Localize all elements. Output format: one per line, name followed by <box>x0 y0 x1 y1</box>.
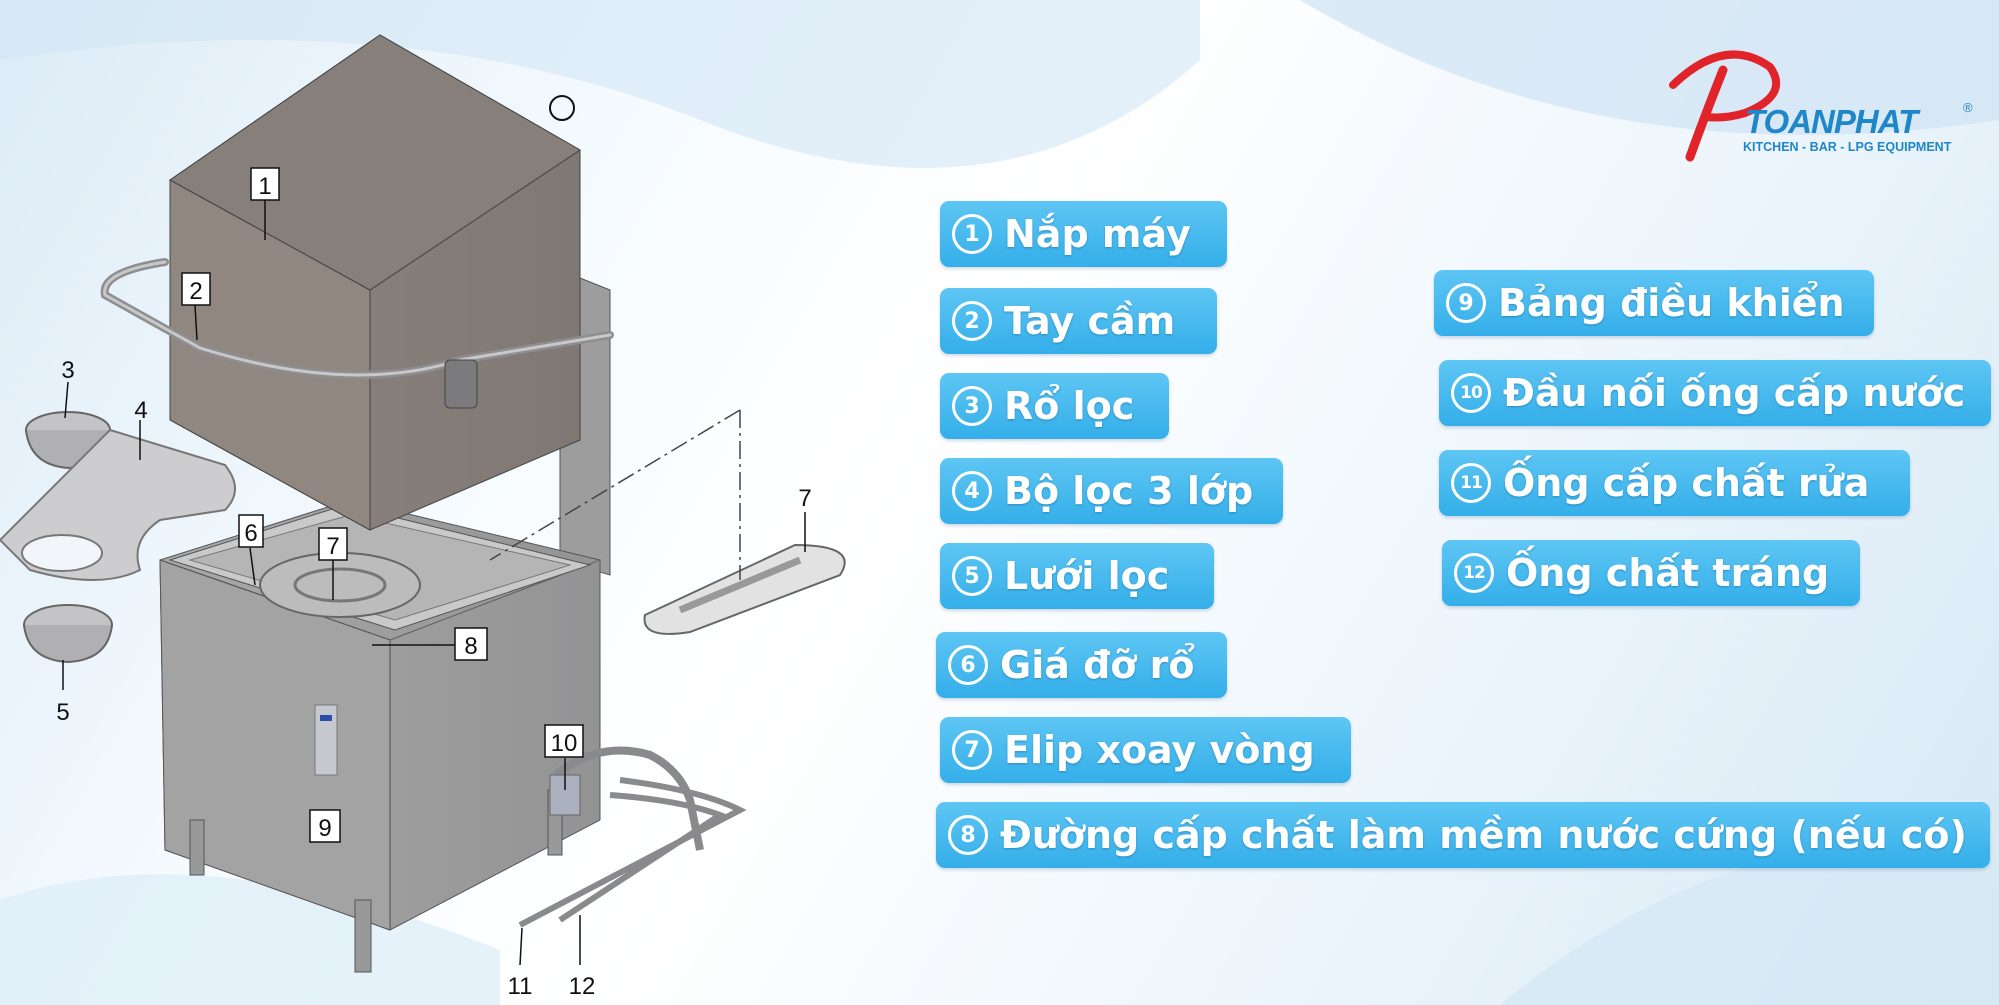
callout-7: 7 <box>326 533 339 560</box>
legend-number-3: 3 <box>952 386 992 426</box>
legend-label-10: Đầu nối ống cấp nước <box>1503 371 1966 415</box>
callout-2: 2 <box>189 278 202 305</box>
legend-label-4: Bộ lọc 3 lớp <box>1004 469 1254 513</box>
logo-registered-mark: ® <box>1963 100 1973 115</box>
legend-item-10: 10 Đầu nối ống cấp nước <box>1439 360 1991 426</box>
callout-12: 12 <box>569 973 596 1000</box>
legend-label-7: Elip xoay vòng <box>1004 728 1315 772</box>
callout-11: 11 <box>508 973 533 1000</box>
logo-name: TOANPHAT <box>1745 103 1918 140</box>
legend-number-8: 8 <box>948 815 988 855</box>
legend-item-8: 8 Đường cấp chất làm mềm nước cứng (nếu … <box>936 802 1990 868</box>
legend-number-2: 2 <box>952 301 992 341</box>
legend-label-12: Ống chất tráng <box>1506 551 1830 595</box>
legend-number-4: 4 <box>952 471 992 511</box>
legend-number-5: 5 <box>952 556 992 596</box>
callout-6: 6 <box>244 520 257 547</box>
legend-label-2: Tay cầm <box>1004 299 1176 343</box>
legend-number-9: 9 <box>1446 283 1486 323</box>
legend-item-7: 7 Elip xoay vòng <box>940 717 1351 783</box>
callout-8: 8 <box>464 633 477 660</box>
legend-number-1: 1 <box>952 214 992 254</box>
legend-number-10: 10 <box>1451 373 1491 413</box>
callout-10: 10 <box>551 730 578 757</box>
callout-9: 9 <box>318 815 331 842</box>
callout-4: 4 <box>134 397 147 424</box>
legend-item-12: 12 Ống chất tráng <box>1442 540 1860 606</box>
legend-label-9: Bảng điều khiển <box>1498 281 1845 325</box>
legend-number-7: 7 <box>952 730 992 770</box>
legend-item-4: 4 Bộ lọc 3 lớp <box>940 458 1283 524</box>
legend-item-9: 9 Bảng điều khiển <box>1434 270 1874 336</box>
dishwasher-exploded-diagram: 1 2 3 4 5 6 7 7 8 9 10 11 12 <box>0 34 846 1000</box>
legend-number-11: 11 <box>1451 463 1491 503</box>
logo-p-mark-icon <box>1669 50 1781 162</box>
legend-item-5: 5 Lưới lọc <box>940 543 1214 609</box>
legend-label-8: Đường cấp chất làm mềm nước cứng (nếu có… <box>1000 813 1967 857</box>
legend-item-3: 3 Rổ lọc <box>940 373 1169 439</box>
legend-label-6: Giá đỡ rổ <box>1000 643 1195 687</box>
legend-label-1: Nắp máy <box>1004 212 1191 256</box>
legend-number-12: 12 <box>1454 553 1494 593</box>
logo-tagline: KITCHEN - BAR - LPG EQUIPMENT <box>1743 140 1952 154</box>
legend-label-5: Lưới lọc <box>1004 554 1170 598</box>
legend-item-6: 6 Giá đỡ rổ <box>936 632 1227 698</box>
callout-3: 3 <box>61 357 74 384</box>
legend-number-6: 6 <box>948 645 988 685</box>
callout-1: 1 <box>258 173 271 200</box>
legend-label-11: Ống cấp chất rửa <box>1503 461 1870 505</box>
toanphat-logo: TOANPHAT ® KITCHEN - BAR - LPG EQUIPMENT <box>1665 45 1973 165</box>
callout-7-rotor: 7 <box>798 485 811 512</box>
legend-label-3: Rổ lọc <box>1004 384 1135 428</box>
legend-item-11: 11 Ống cấp chất rửa <box>1439 450 1910 516</box>
legend-item-1: 1 Nắp máy <box>940 201 1227 267</box>
legend-item-2: 2 Tay cầm <box>940 288 1217 354</box>
callout-5: 5 <box>56 699 69 726</box>
